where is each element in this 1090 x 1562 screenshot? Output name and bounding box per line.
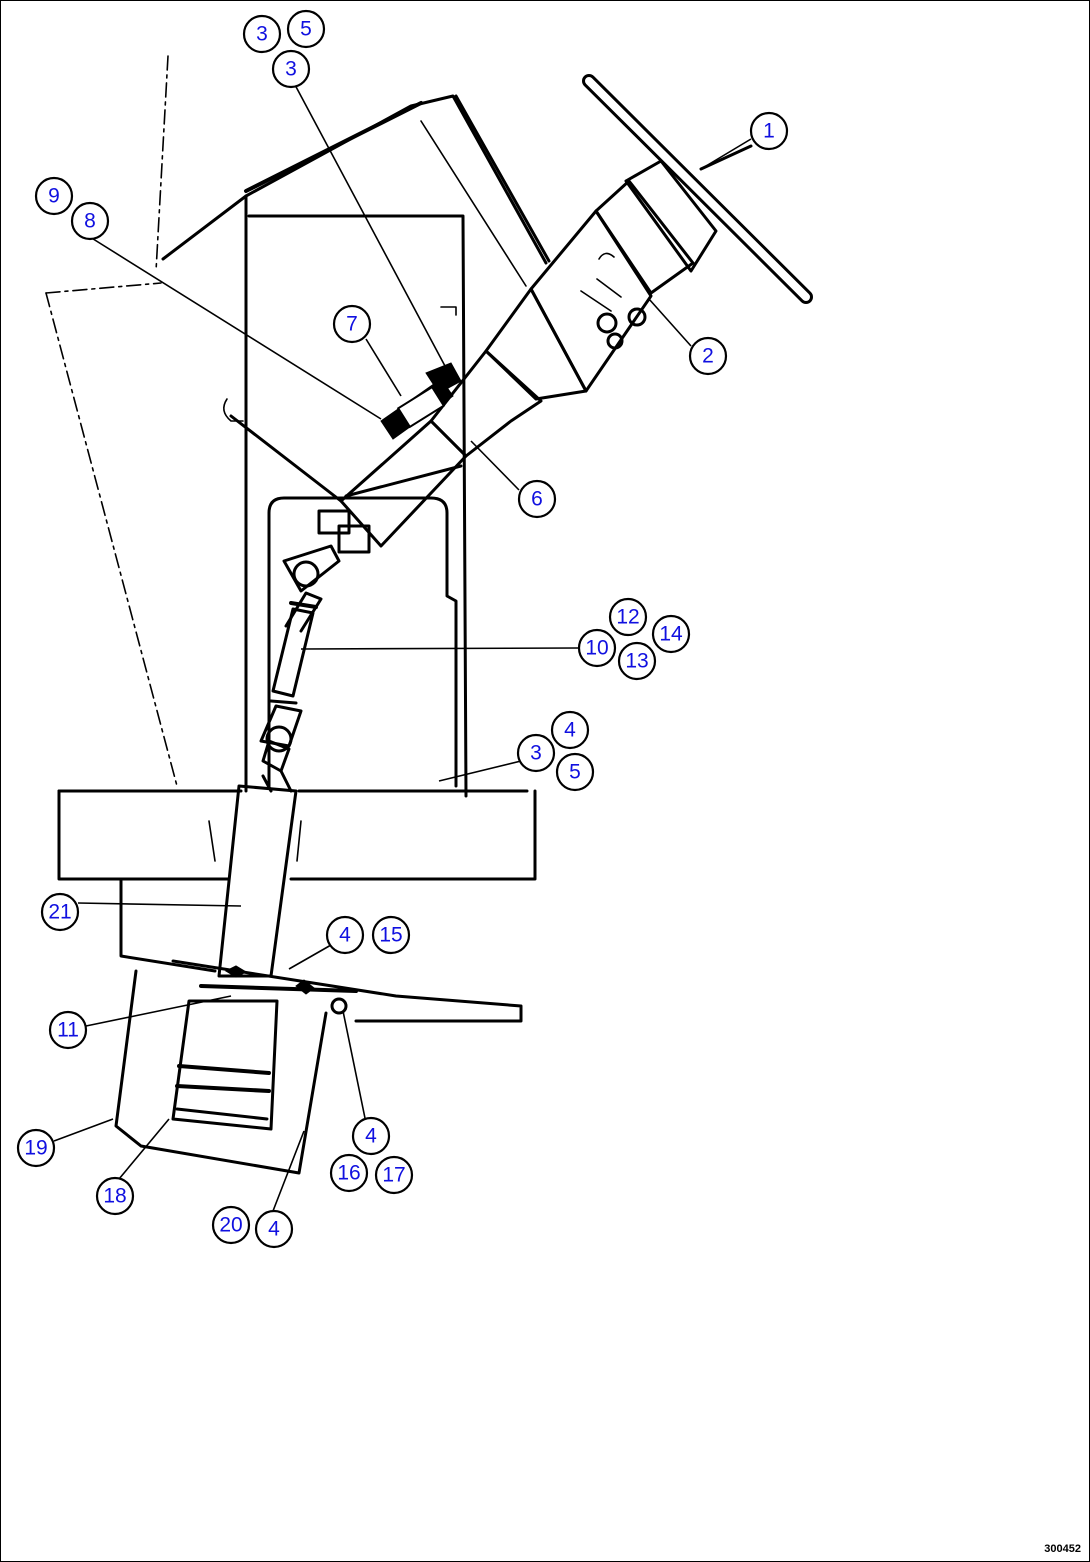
- svg-text:5: 5: [569, 761, 581, 784]
- callout-12: 12: [608, 597, 648, 637]
- callout-8: 8: [70, 201, 110, 241]
- svg-text:4: 4: [365, 1125, 377, 1148]
- callout-9: 9: [34, 176, 74, 216]
- svg-text:4: 4: [268, 1218, 280, 1241]
- svg-text:10: 10: [585, 637, 608, 660]
- callout-20: 20: [211, 1205, 251, 1245]
- callout-13: 13: [617, 641, 657, 681]
- svg-text:5: 5: [300, 18, 312, 41]
- callout-14: 14: [651, 614, 691, 654]
- svg-text:6: 6: [531, 488, 543, 511]
- callout-2: 2: [688, 336, 728, 376]
- svg-text:7: 7: [346, 313, 358, 336]
- upper-column: [429, 159, 718, 458]
- svg-text:13: 13: [625, 650, 648, 673]
- callout-4c: 4: [325, 915, 365, 955]
- callout-4e: 4: [254, 1209, 294, 1249]
- callout-5a: 5: [286, 9, 326, 49]
- callout-6: 6: [517, 479, 557, 519]
- column-clamp: [380, 362, 462, 440]
- svg-text:18: 18: [103, 1185, 126, 1208]
- callout-11: 11: [48, 1010, 88, 1050]
- svg-text:3: 3: [285, 58, 297, 81]
- callout-10: 10: [577, 628, 617, 668]
- svg-text:12: 12: [616, 606, 639, 629]
- callout-4a: 3: [242, 14, 282, 54]
- svg-text:17: 17: [382, 1164, 405, 1187]
- floor-plate: [57, 789, 537, 881]
- callout-5b: 5: [555, 752, 595, 792]
- svg-text:4: 4: [339, 924, 351, 947]
- lower-column: [229, 414, 468, 554]
- svg-text:3: 3: [256, 23, 268, 46]
- callout-21: 21: [40, 892, 80, 932]
- svg-text:20: 20: [219, 1214, 242, 1237]
- callout-3a: 3: [271, 49, 311, 89]
- svg-text:15: 15: [379, 924, 402, 947]
- callout-19: 19: [16, 1128, 56, 1168]
- svg-text:9: 9: [48, 185, 60, 208]
- drawing-code: 300452: [1044, 1543, 1081, 1555]
- cab-outline: [45, 55, 178, 787]
- leader-lines: [53, 82, 752, 1212]
- callout-7: 7: [332, 304, 372, 344]
- svg-text:4: 4: [564, 719, 576, 742]
- svg-text:16: 16: [337, 1162, 360, 1185]
- steering-wheel: [582, 74, 813, 304]
- svg-text:2: 2: [702, 345, 714, 368]
- callout-4b: 4: [550, 710, 590, 750]
- svg-text:19: 19: [24, 1137, 47, 1160]
- svg-text:1: 1: [763, 120, 775, 143]
- callout-1: 1: [749, 111, 789, 151]
- callout-16: 16: [329, 1153, 369, 1193]
- callout-3b: 3: [516, 733, 556, 773]
- steering-console: [161, 94, 551, 798]
- steering-valve: [114, 784, 523, 1175]
- svg-text:8: 8: [84, 210, 96, 233]
- svg-text:11: 11: [57, 1019, 79, 1042]
- callout-15: 15: [371, 915, 411, 955]
- svg-text:21: 21: [48, 901, 71, 924]
- intermediate-shaft: [259, 544, 341, 793]
- svg-text:3: 3: [530, 742, 542, 765]
- callout-18: 18: [95, 1176, 135, 1216]
- callout-17: 17: [374, 1155, 414, 1195]
- svg-text:14: 14: [659, 623, 683, 646]
- callout-4d: 4: [351, 1116, 391, 1156]
